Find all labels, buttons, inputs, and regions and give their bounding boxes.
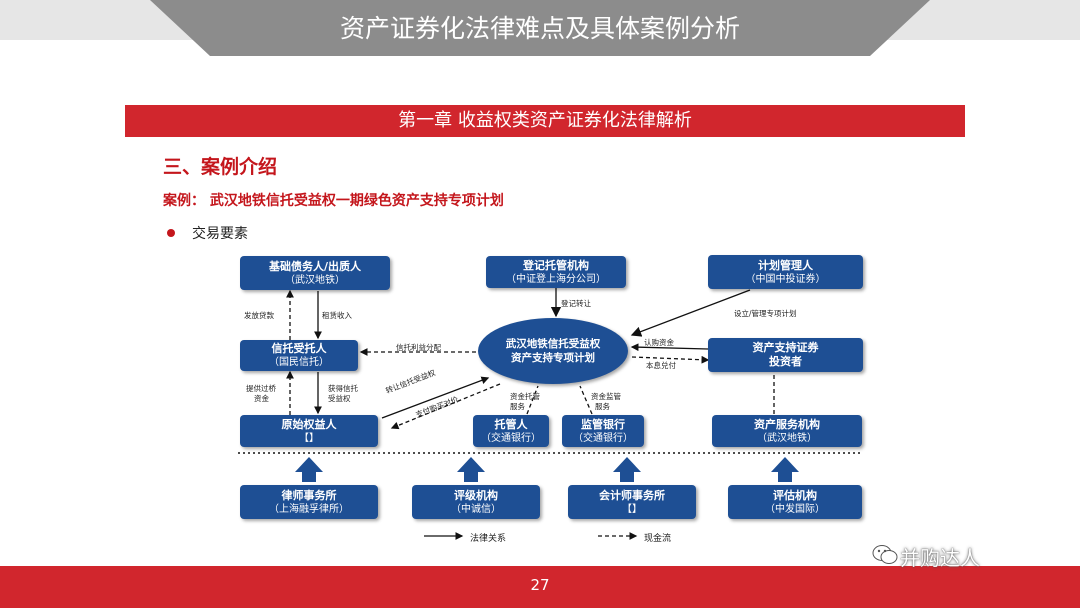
edge-label-provide-funds-2: 资金 [254, 394, 269, 403]
edge-label-supervise-2: 服务 [595, 402, 610, 411]
footer-bar [0, 566, 1080, 608]
up-arrow-appraiser [771, 457, 799, 482]
page-number: 27 [530, 576, 550, 594]
node-accounting: 会计师事务所 【】 [568, 485, 696, 519]
node-custodian: 托管人 （交通银行） [473, 415, 549, 447]
edge-label-rent: 租赁收入 [322, 311, 352, 320]
edge-label-establish: 设立/管理专项计划 [734, 309, 797, 318]
section-heading: 三、案例介绍 [163, 156, 278, 178]
edge-label-principal: 本息兑付 [646, 361, 676, 370]
edge-label-obtain-trust: 获得信托 [328, 384, 358, 393]
header-banner [0, 0, 1080, 56]
edge-label-obtain-trust-2: 受益权 [328, 394, 351, 403]
node-center-ellipse: 武汉地铁信托受益权 资产支持专项计划 [478, 318, 628, 384]
bullet-text: 交易要素 [192, 226, 248, 242]
legend-legal: 法律关系 [470, 534, 507, 544]
node-rating: 评级机构 （中诚信） [412, 485, 540, 519]
bullet-icon [167, 229, 175, 237]
edge-label-custody-2: 服务 [510, 402, 525, 411]
case-label: 案例： 武汉地铁信托受益权一期绿色资产支持专项计划 [163, 193, 504, 209]
node-investor: 资产支持证券 投资者 [708, 338, 863, 372]
node-registrar: 登记托管机构 （中证登上海分公司） [486, 256, 626, 288]
edge-label-supervise: 资金监管 [591, 392, 621, 401]
node-debtor: 基础债务人/出质人 （武汉地铁） [240, 256, 390, 290]
edge-label-trust-profit: 信托利益分配 [396, 343, 441, 352]
chapter-bar [125, 105, 965, 137]
watermark-text: 并购达人 [900, 546, 980, 570]
node-trustee: 信托受托人 （国民信托） [240, 340, 358, 371]
edge-label-subscribe: 认购资金 [644, 338, 674, 347]
slide-title: 资产证券化法律难点及具体案例分析 [339, 14, 740, 43]
node-appraiser: 评估机构 （中发国际） [728, 485, 862, 519]
node-manager: 计划管理人 （中国中投证券） [708, 255, 863, 289]
up-arrow-accounting [613, 457, 641, 482]
edge-label-custody: 资金托管 [510, 392, 540, 401]
legend-cash: 现金流 [644, 534, 672, 544]
node-supervisor: 监管银行 （交通银行） [562, 415, 644, 447]
edge-label-provide-funds: 提供过桥 [246, 384, 276, 393]
wechat-icon [872, 545, 898, 564]
node-servicer: 资产服务机构 （武汉地铁） [712, 415, 862, 447]
chapter-title: 第一章 收益权类资产证券化法律解析 [398, 110, 692, 131]
node-law-firm: 律师事务所 （上海融孚律所） [240, 485, 378, 519]
edge-label-registration: 登记转让 [561, 299, 591, 308]
edge-label-loan: 发放贷款 [244, 311, 274, 320]
up-arrow-law [295, 457, 323, 482]
up-arrow-rating [457, 457, 485, 482]
node-originator: 原始权益人 【】 [240, 415, 378, 447]
